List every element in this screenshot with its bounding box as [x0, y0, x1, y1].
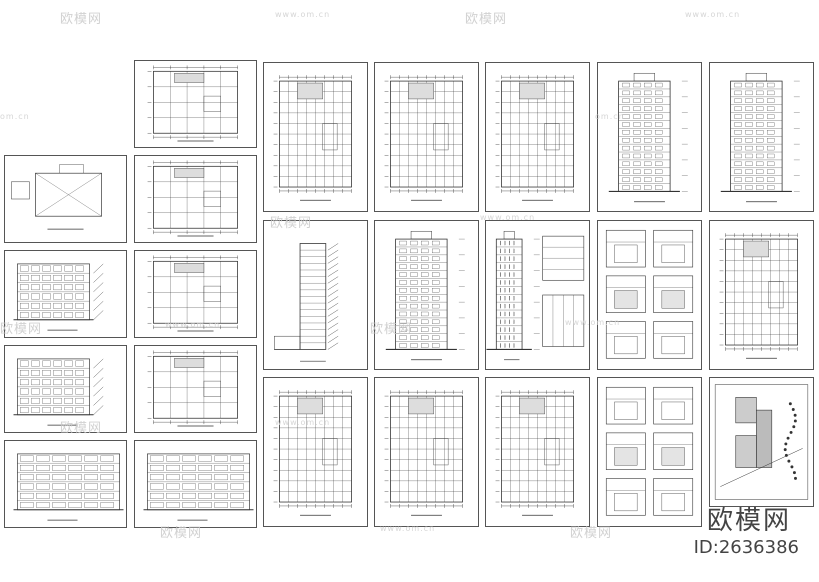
drawing-sheet-thumbnail: [709, 220, 814, 370]
watermark-text: 欧模网: [570, 526, 613, 541]
drawing-linework: [11, 164, 102, 230]
drawing-linework: [486, 230, 585, 361]
watermark-text: om.cn: [595, 112, 625, 121]
drawing-linework: [605, 386, 694, 516]
drawing-sheet-thumbnail: [263, 377, 368, 527]
drawing-sheet-thumbnail: [374, 377, 479, 527]
drawing-linework: [273, 75, 352, 201]
drawing-sheet-thumbnail: [134, 155, 257, 243]
drawing-linework: [13, 358, 104, 426]
drawing-linework: [147, 160, 238, 237]
drawing-sheet-thumbnail: [4, 345, 127, 433]
drawing-linework: [385, 230, 465, 361]
watermark-text: www.om.cn: [480, 213, 536, 222]
drawing-sheet-thumbnail: [374, 220, 479, 370]
drawing-linework: [274, 243, 339, 362]
watermark-text: www.om.cn: [380, 524, 436, 533]
drawing-linework: [384, 75, 463, 201]
drawing-linework: [608, 72, 688, 203]
drawing-sheet-thumbnail: [485, 220, 590, 370]
drawing-sheet-thumbnail: [4, 250, 127, 338]
drawing-sheet-thumbnail: [597, 62, 702, 212]
drawing-sheet-thumbnail: [134, 60, 257, 148]
watermark-text: www.om.cn: [275, 10, 331, 19]
drawing-sheet-thumbnail: [597, 377, 702, 527]
watermark-text: 欧模网: [370, 322, 413, 337]
drawing-linework: [13, 453, 124, 521]
watermark-text: 欧模网: [60, 12, 103, 27]
drawing-sheet-thumbnail: [263, 62, 368, 212]
watermark-text: 欧模网: [60, 421, 103, 436]
drawing-linework: [384, 390, 463, 516]
brand-logo-text: 欧模网: [706, 506, 791, 536]
watermark-text: www.om.cn: [685, 10, 741, 19]
drawing-linework: [273, 390, 352, 516]
drawing-linework: [147, 255, 238, 332]
drawing-linework: [147, 65, 238, 142]
watermark-text: www.om.cn: [275, 418, 331, 427]
drawing-sheet-thumbnail: [709, 62, 814, 212]
drawing-linework: [714, 384, 809, 500]
drawing-linework: [605, 229, 694, 359]
watermark-text: 欧模网: [0, 322, 43, 337]
drawing-sheet-thumbnail: [597, 220, 702, 370]
drawing-sheet-thumbnail: [485, 62, 590, 212]
model-id-label: ID:2636386: [693, 537, 799, 558]
drawing-linework: [147, 350, 238, 427]
drawing-linework: [720, 72, 800, 203]
watermark-text: om.cn: [0, 112, 30, 121]
drawing-linework: [495, 390, 574, 516]
drawing-linework: [13, 263, 104, 331]
watermark-text: 欧模网: [270, 216, 313, 231]
drawing-sheet-thumbnail: [134, 250, 257, 338]
drawing-sheet-thumbnail: [485, 377, 590, 527]
watermark-text: 欧模网: [160, 526, 203, 541]
drawing-sheet-thumbnail: [374, 62, 479, 212]
drawing-sheet-thumbnail: [263, 220, 368, 370]
drawing-linework: [143, 453, 254, 521]
watermark-text: 欧模网: [465, 12, 508, 27]
drawing-linework: [495, 75, 574, 201]
drawing-sheet-thumbnail: [709, 377, 814, 507]
drawing-sheet-thumbnail: [134, 345, 257, 433]
drawing-sheet-thumbnail: [134, 440, 257, 528]
watermark-text: www.om.cn: [165, 320, 221, 329]
watermark-text: www.om.cn: [565, 318, 621, 327]
drawing-sheet-thumbnail: [4, 155, 127, 243]
drawing-linework: [719, 233, 798, 359]
drawing-sheet-thumbnail: [4, 440, 127, 528]
